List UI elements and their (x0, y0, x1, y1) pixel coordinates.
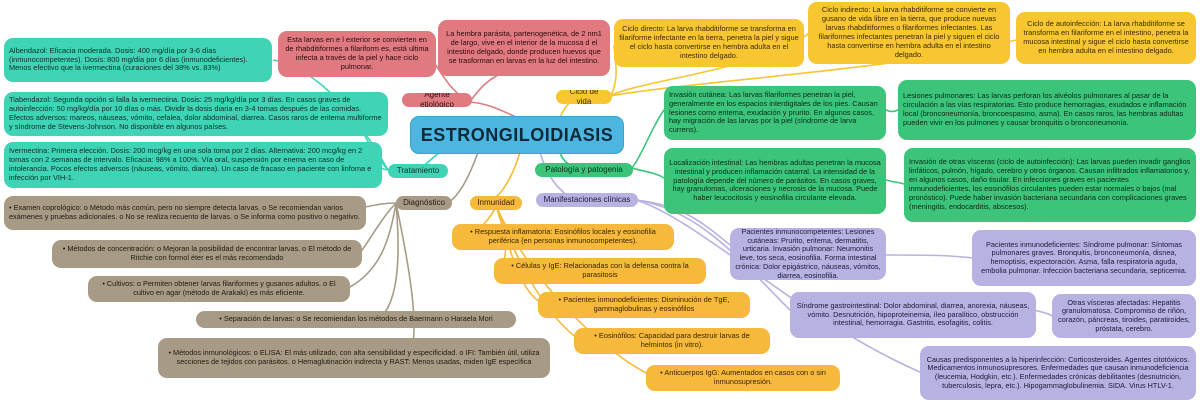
diagnostico-item[interactable]: • Métodos de concentración: o Mejoran la… (52, 240, 362, 268)
patologia-lesiones-pulmonares-node[interactable]: Lesiones pulmonares: Las larvas perforan… (898, 80, 1196, 140)
manifestaciones-gastrointestinal-node[interactable]: Síndrome gastrointestinal: Dolor abdomin… (790, 292, 1036, 338)
branch-patologia-patogenia[interactable]: Patología y patogenia (535, 163, 633, 177)
patologia-invasion-cutanea-node[interactable]: Invasión cutánea: Las larvas filariforme… (664, 86, 886, 140)
tratamiento-tiabendazol-node[interactable]: Tiabendazol: Segunda opción si falla la … (4, 92, 388, 136)
inmunidad-item[interactable]: • Anticuerpos IgG: Aumentados en casos c… (646, 365, 840, 391)
inmunidad-item[interactable]: • Células y IgE: Relacionadas con la def… (494, 258, 706, 284)
branch-tratamiento[interactable]: Tratamiento (388, 164, 448, 178)
manifestaciones-causas-node[interactable]: Causas predisponentes a la hiperinfecció… (920, 346, 1196, 400)
ciclo-autoinfeccion-node[interactable]: Ciclo de autoinfección: La larva rhabdit… (1016, 12, 1196, 64)
agente-larvas-node[interactable]: Esta larvas en e l exterior se convierte… (278, 31, 436, 77)
agente-hembra-node[interactable]: La hembra parásita, partenogenética, de … (438, 20, 610, 76)
ciclo-indirecto-node[interactable]: Ciclo indirecto: La larva rhabditiforme … (808, 2, 1010, 64)
branch-inmunidad[interactable]: Inmunidad (470, 196, 522, 210)
central-topic[interactable]: ESTRONGILOIDIASIS (410, 116, 624, 154)
branch-manifestaciones-clinicas[interactable]: Manifestaciones clínicas (536, 193, 638, 207)
ciclo-directo-node[interactable]: Ciclo directo: La larva rhabditiforme se… (614, 19, 804, 67)
tratamiento-albendazol-node[interactable]: Albendazol: Eficacia moderada. Dosis: 40… (4, 38, 272, 82)
inmunidad-item[interactable]: • Eosinófilos: Capacidad para destruir l… (574, 328, 770, 354)
diagnostico-item[interactable]: • Separación de larvas: o Se recomiendan… (196, 311, 516, 328)
branch-diagnostico[interactable]: Diagnóstico (396, 196, 452, 210)
tratamiento-ivermectina-node[interactable]: Ivermectina: Primera elección. Dosis: 20… (4, 142, 382, 188)
patologia-invasion-visceras-node[interactable]: Invasión de otras vísceras (ciclo de aut… (904, 148, 1196, 222)
diagnostico-item[interactable]: • Examen coprológico: o Método más común… (4, 196, 366, 230)
inmunidad-item[interactable]: • Pacientes inmunodeficientes: Disminuci… (538, 292, 750, 318)
branch-ciclo-de-vida[interactable]: Ciclo de vida (556, 90, 612, 104)
manifestaciones-inmunocompetentes-node[interactable]: Pacientes inmunocompetentes: Lesiones cu… (730, 228, 886, 280)
patologia-localizacion-intestinal-node[interactable]: Localización intestinal: Las hembras adu… (664, 148, 886, 214)
branch-agente-etiologico[interactable]: Agente etiológico (402, 93, 472, 107)
manifestaciones-inmunodeficientes-node[interactable]: Pacientes inmunodeficientes: Síndrome pu… (972, 230, 1196, 286)
diagnostico-item[interactable]: • Métodos inmunológicos: o ELISA: El más… (158, 338, 550, 378)
manifestaciones-otras-visceras-node[interactable]: Otras vísceras afectadas: Hepatitis gran… (1052, 294, 1196, 338)
diagnostico-item[interactable]: • Cultivos: o Permiten obtener larvas fi… (88, 276, 350, 302)
inmunidad-item[interactable]: • Respuesta inflamatoria: Eosinófilos lo… (452, 224, 674, 250)
